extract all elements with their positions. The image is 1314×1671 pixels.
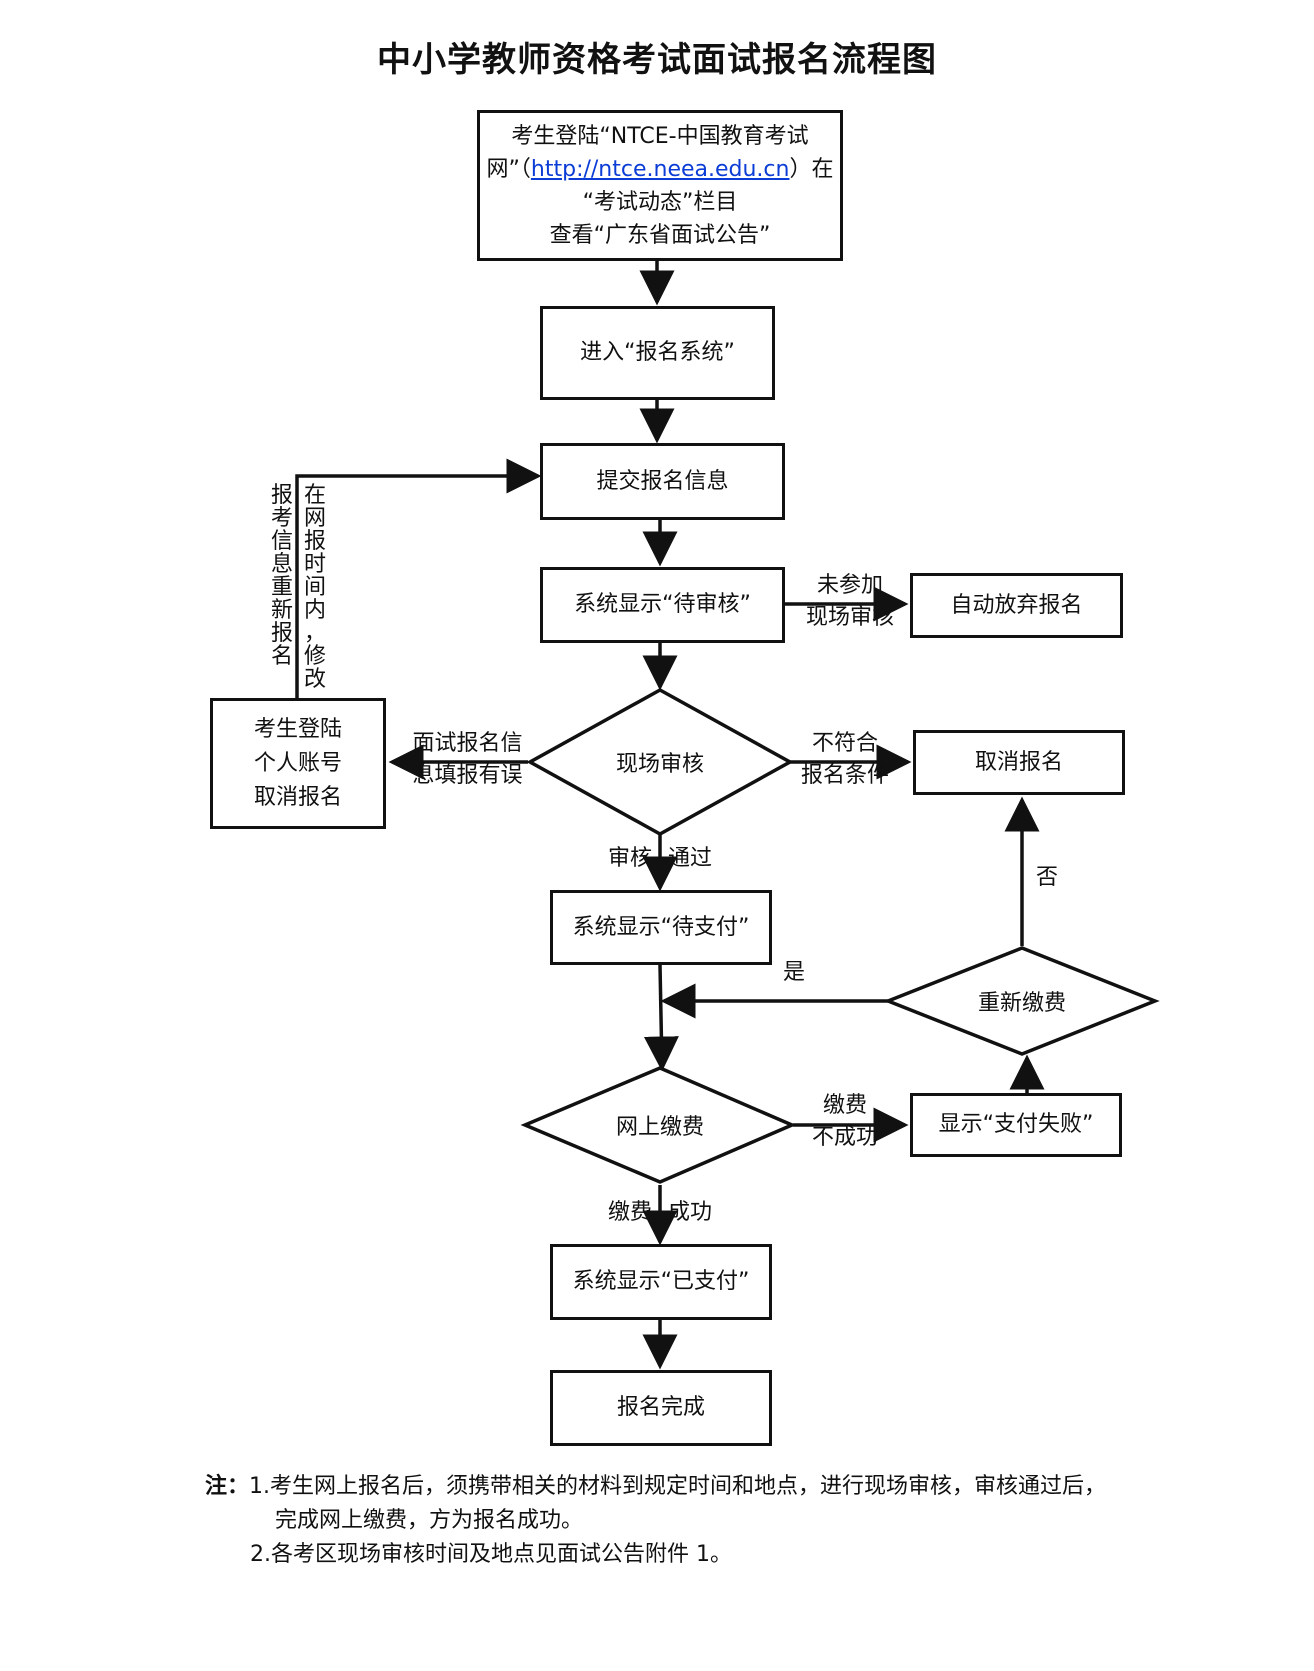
label-review-pass-1: 审核 <box>608 846 653 871</box>
vertical-char: 网 <box>303 506 326 531</box>
label-info-error: 面试报名信 息填报有误 <box>405 728 530 792</box>
start-line3: “考试动态”栏目 <box>582 189 738 215</box>
label-pay-fail: 缴费 不成功 <box>800 1090 890 1154</box>
diamond-online-payment <box>520 1066 797 1184</box>
note-item1-line1: 1.考生网上报名后，须携带相关的材料到规定时间和地点，进行现场审核，审核通过后， <box>249 1474 1107 1499</box>
start-line2-pre: 网”（ <box>486 156 531 182</box>
vertical-char: 内 <box>303 598 326 623</box>
repay-text: 重新缴费 <box>977 991 1066 1016</box>
vertical-char: 时 <box>303 552 326 577</box>
vertical-char: 在 <box>303 483 326 508</box>
cancel-account-line3: 取消报名 <box>253 784 342 810</box>
note-item1-line2: 完成网上缴费，方为报名成功。 <box>275 1508 584 1533</box>
auto-abandon-box: 自动放弃报名 <box>910 573 1123 638</box>
label-pay-success-1: 缴费 <box>608 1200 653 1225</box>
cancel-account-line1: 考生登陆 <box>253 716 342 742</box>
paid-box: 系统显示“已支付” <box>550 1244 772 1320</box>
submit-info-box: 提交报名信息 <box>540 443 785 520</box>
label-pay-success-2: 成功 <box>668 1200 713 1225</box>
pending-review-box: 系统显示“待审核” <box>540 567 785 643</box>
vertical-char: 间 <box>303 575 326 600</box>
enter-system-box: 进入“报名系统” <box>540 306 775 400</box>
label-not-attend-line2: 现场审核 <box>805 605 894 630</box>
cancel-account-box: 考生登陆 个人账号 取消报名 <box>210 698 386 829</box>
diamond-onsite-review <box>526 687 794 837</box>
start-line2-post: ）在 <box>789 156 834 182</box>
pending-payment-box: 系统显示“待支付” <box>550 890 772 965</box>
label-not-attend-line1: 未参加 <box>816 573 883 598</box>
vertical-char: 新 <box>270 598 293 623</box>
label-pay-fail-line2: 不成功 <box>811 1125 878 1150</box>
payment-failed-box: 显示“支付失败” <box>910 1093 1122 1157</box>
note-item1-row: 注： 1.考生网上报名后，须携带相关的材料到规定时间和地点，进行现场审核，审核通… <box>205 1470 1106 1504</box>
notes-prefix: 注： <box>205 1474 250 1499</box>
page-title: 中小学教师资格考试面试报名流程图 <box>377 40 937 80</box>
label-no: 否 <box>1036 865 1059 890</box>
label-yes: 是 <box>783 960 806 985</box>
start-box: 考生登陆“NTCE-中国教育考试 网”（http://ntce.neea.edu… <box>477 110 843 261</box>
label-re-register: 报考信息重新报名 <box>270 484 294 668</box>
vertical-char: 报 <box>270 483 293 508</box>
start-line2: 网”（http://ntce.neea.edu.cn）在 <box>487 153 834 186</box>
start-line1: 考生登陆“NTCE-中国教育考试 <box>511 123 809 149</box>
vertical-char: 名 <box>270 644 293 669</box>
vertical-char: 改 <box>303 667 326 692</box>
label-info-error-line1: 面试报名信 <box>412 731 523 756</box>
vertical-char: ， <box>303 621 326 646</box>
label-pay-fail-line1: 缴费 <box>822 1093 867 1118</box>
label-not-attend: 未参加 现场审核 <box>800 570 900 634</box>
vertical-char: 报 <box>303 529 326 554</box>
diamond-repay <box>883 946 1160 1056</box>
label-review-pass-2: 通过 <box>668 846 713 871</box>
ntce-link[interactable]: http://ntce.neea.edu.cn <box>530 156 790 182</box>
online-payment-text: 网上缴费 <box>615 1115 704 1140</box>
notes: 注： 1.考生网上报名后，须携带相关的材料到规定时间和地点，进行现场审核，审核通… <box>205 1470 1106 1572</box>
onsite-review-text: 现场审核 <box>615 752 704 777</box>
label-not-qualified: 不符合 报名条件 <box>790 728 900 792</box>
cancel-registration-box: 取消报名 <box>913 730 1125 795</box>
vertical-char: 重 <box>270 575 293 600</box>
label-modify-within: 在网报时间内，修改 <box>303 484 327 691</box>
arrow-account-to-submit <box>295 458 542 698</box>
label-not-qualified-line2: 报名条件 <box>800 763 889 788</box>
vertical-char: 修 <box>303 644 326 669</box>
vertical-char: 报 <box>270 621 293 646</box>
complete-box: 报名完成 <box>550 1370 772 1446</box>
cancel-account-line2: 个人账号 <box>253 750 342 776</box>
vertical-char: 信 <box>270 529 293 554</box>
vertical-char: 息 <box>270 552 293 577</box>
label-info-error-line2: 息填报有误 <box>412 763 523 788</box>
label-not-qualified-line1: 不符合 <box>811 731 878 756</box>
vertical-char: 考 <box>270 506 293 531</box>
start-line4: 查看“广东省面试公告” <box>549 222 771 248</box>
note-item2: 2.各考区现场审核时间及地点见面试公告附件 1。 <box>250 1542 732 1567</box>
arrow-pendingpay-to-online <box>643 964 679 1072</box>
